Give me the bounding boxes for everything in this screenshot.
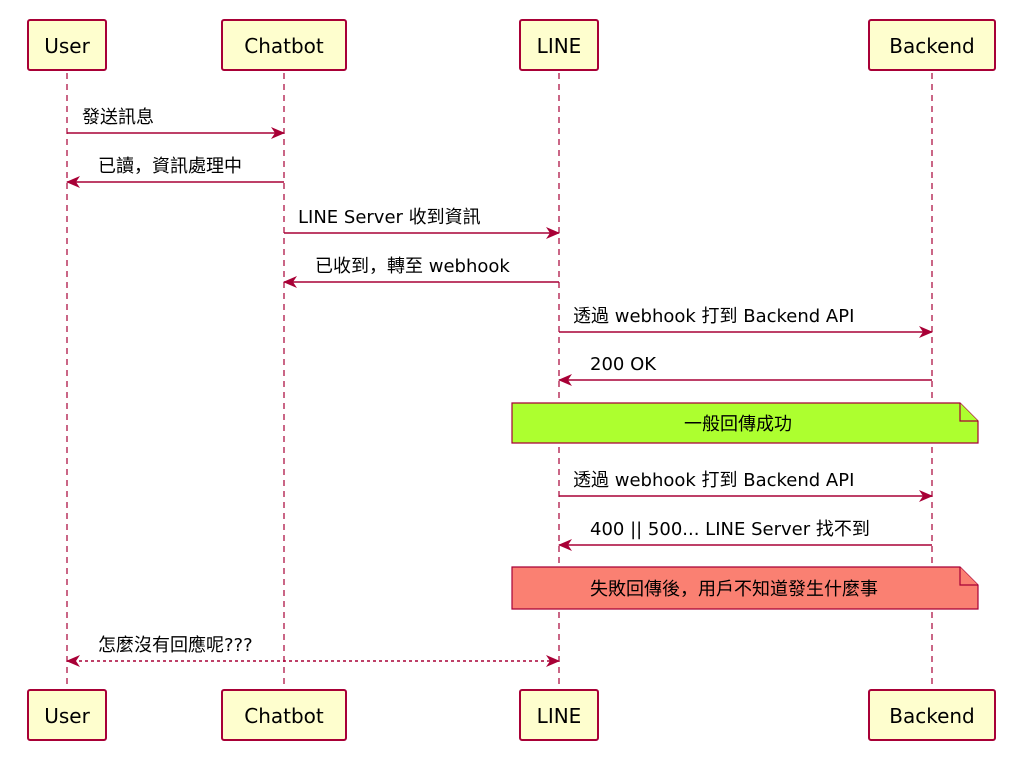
participant-chatbot-top: Chatbot <box>221 19 347 71</box>
message-label: 已收到，轉至 webhook <box>315 256 510 277</box>
message-9: 怎麼沒有回應呢??? <box>66 634 560 667</box>
message-1: 發送訊息 <box>67 107 285 139</box>
participant-line-top: LINE <box>519 19 599 71</box>
message-3: LINE Server 收到資訊 <box>284 207 560 239</box>
message-label: 怎麼沒有回應呢??? <box>98 634 253 656</box>
note-label: 一般回傳成功 <box>684 414 792 435</box>
note-fold <box>959 403 978 422</box>
message-4: 已收到，轉至 webhook <box>283 256 559 288</box>
message-label: LINE Server 收到資訊 <box>298 207 481 228</box>
participant-backend-bottom: Backend <box>868 689 996 741</box>
message-5: 透過 webhook 打到 Backend API <box>559 306 933 338</box>
message-label: 400 || 500... LINE Server 找不到 <box>590 519 870 540</box>
message-label: 發送訊息 <box>82 107 154 128</box>
note-failure: 失敗回傳後，用戶不知道發生什麼事 <box>511 566 979 610</box>
message-8: 400 || 500... LINE Server 找不到 <box>558 519 932 551</box>
message-2: 已讀，資訊處理中 <box>66 156 284 188</box>
message-label: 透過 webhook 打到 Backend API <box>573 306 854 327</box>
note-fold <box>959 567 978 586</box>
message-label: 已讀，資訊處理中 <box>98 156 242 177</box>
participant-line-bottom: LINE <box>519 689 599 741</box>
message-6: 200 OK <box>558 354 932 386</box>
participant-chatbot-bottom: Chatbot <box>221 689 347 741</box>
participant-label: User <box>44 34 90 58</box>
note-success: 一般回傳成功 <box>511 402 979 444</box>
message-label: 透過 webhook 打到 Backend API <box>573 470 854 491</box>
note-label: 失敗回傳後，用戶不知道發生什麼事 <box>590 579 878 600</box>
participant-user-bottom: User <box>27 689 107 741</box>
message-label: 200 OK <box>590 354 657 375</box>
message-7: 透過 webhook 打到 Backend API <box>559 470 933 502</box>
participant-label: User <box>44 704 90 728</box>
participant-label: Backend <box>889 704 975 728</box>
participant-label: LINE <box>537 34 582 58</box>
note-shape <box>511 402 979 444</box>
participant-label: LINE <box>537 704 582 728</box>
participant-label: Chatbot <box>244 704 324 728</box>
participant-label: Backend <box>889 34 975 58</box>
participant-label: Chatbot <box>244 34 324 58</box>
note-shape <box>511 566 979 610</box>
participant-user-top: User <box>27 19 107 71</box>
participant-backend-top: Backend <box>868 19 996 71</box>
